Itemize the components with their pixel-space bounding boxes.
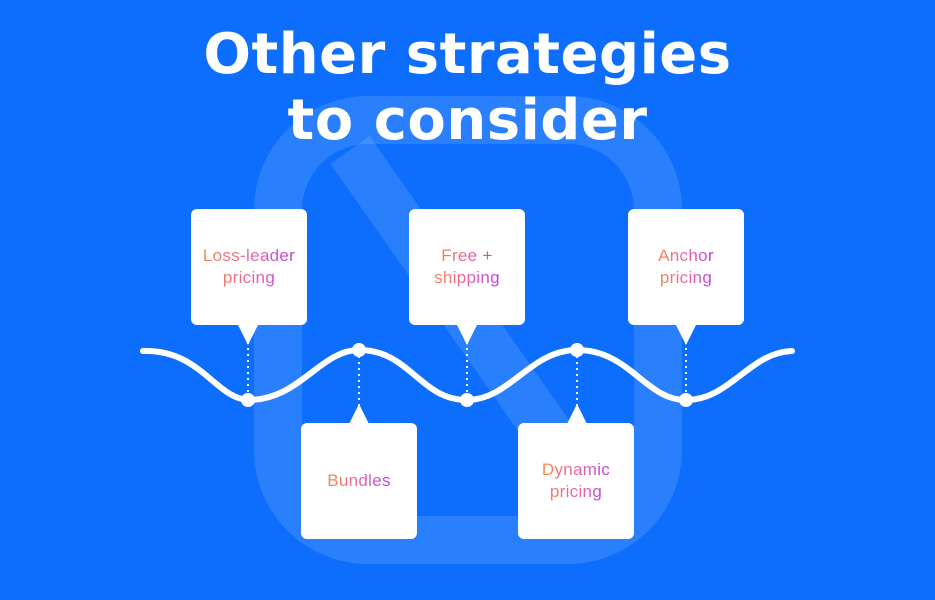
card-pointers: [238, 325, 696, 424]
node-dots: [241, 343, 693, 407]
card-label-1: Loss-leader pricing: [202, 246, 296, 287]
card-anchor-pricing: Anchor pricing: [628, 209, 744, 325]
wave-line: [140, 346, 795, 404]
card-label-5: Anchor pricing: [658, 246, 714, 287]
pointer-4: [567, 404, 587, 424]
page-title: Other strategies to consider: [0, 22, 935, 154]
pointer-3: [457, 325, 477, 345]
card-dynamic-pricing: Dynamic pricing: [518, 423, 634, 539]
card-label-4: Dynamic pricing: [541, 460, 611, 501]
pointer-5: [676, 325, 696, 345]
card-label-2: Bundles: [327, 471, 391, 490]
connector-lines: [247, 342, 687, 408]
pointer-2: [349, 404, 369, 424]
card-loss-leader-pricing: Loss-leader pricing: [191, 209, 307, 325]
title-line-1: Other strategies: [203, 22, 732, 87]
node-dot-1: [241, 393, 255, 407]
card-label-3: Free + shipping: [434, 246, 500, 287]
title-line-2: to consider: [287, 88, 648, 153]
pointer-1: [238, 325, 258, 345]
node-dot-5: [679, 393, 693, 407]
node-dot-2: [352, 343, 366, 357]
card-free-shipping: Free + shipping: [409, 209, 525, 325]
card-bundles: Bundles: [301, 423, 417, 539]
node-dot-3: [460, 393, 474, 407]
node-dot-4: [570, 343, 584, 357]
